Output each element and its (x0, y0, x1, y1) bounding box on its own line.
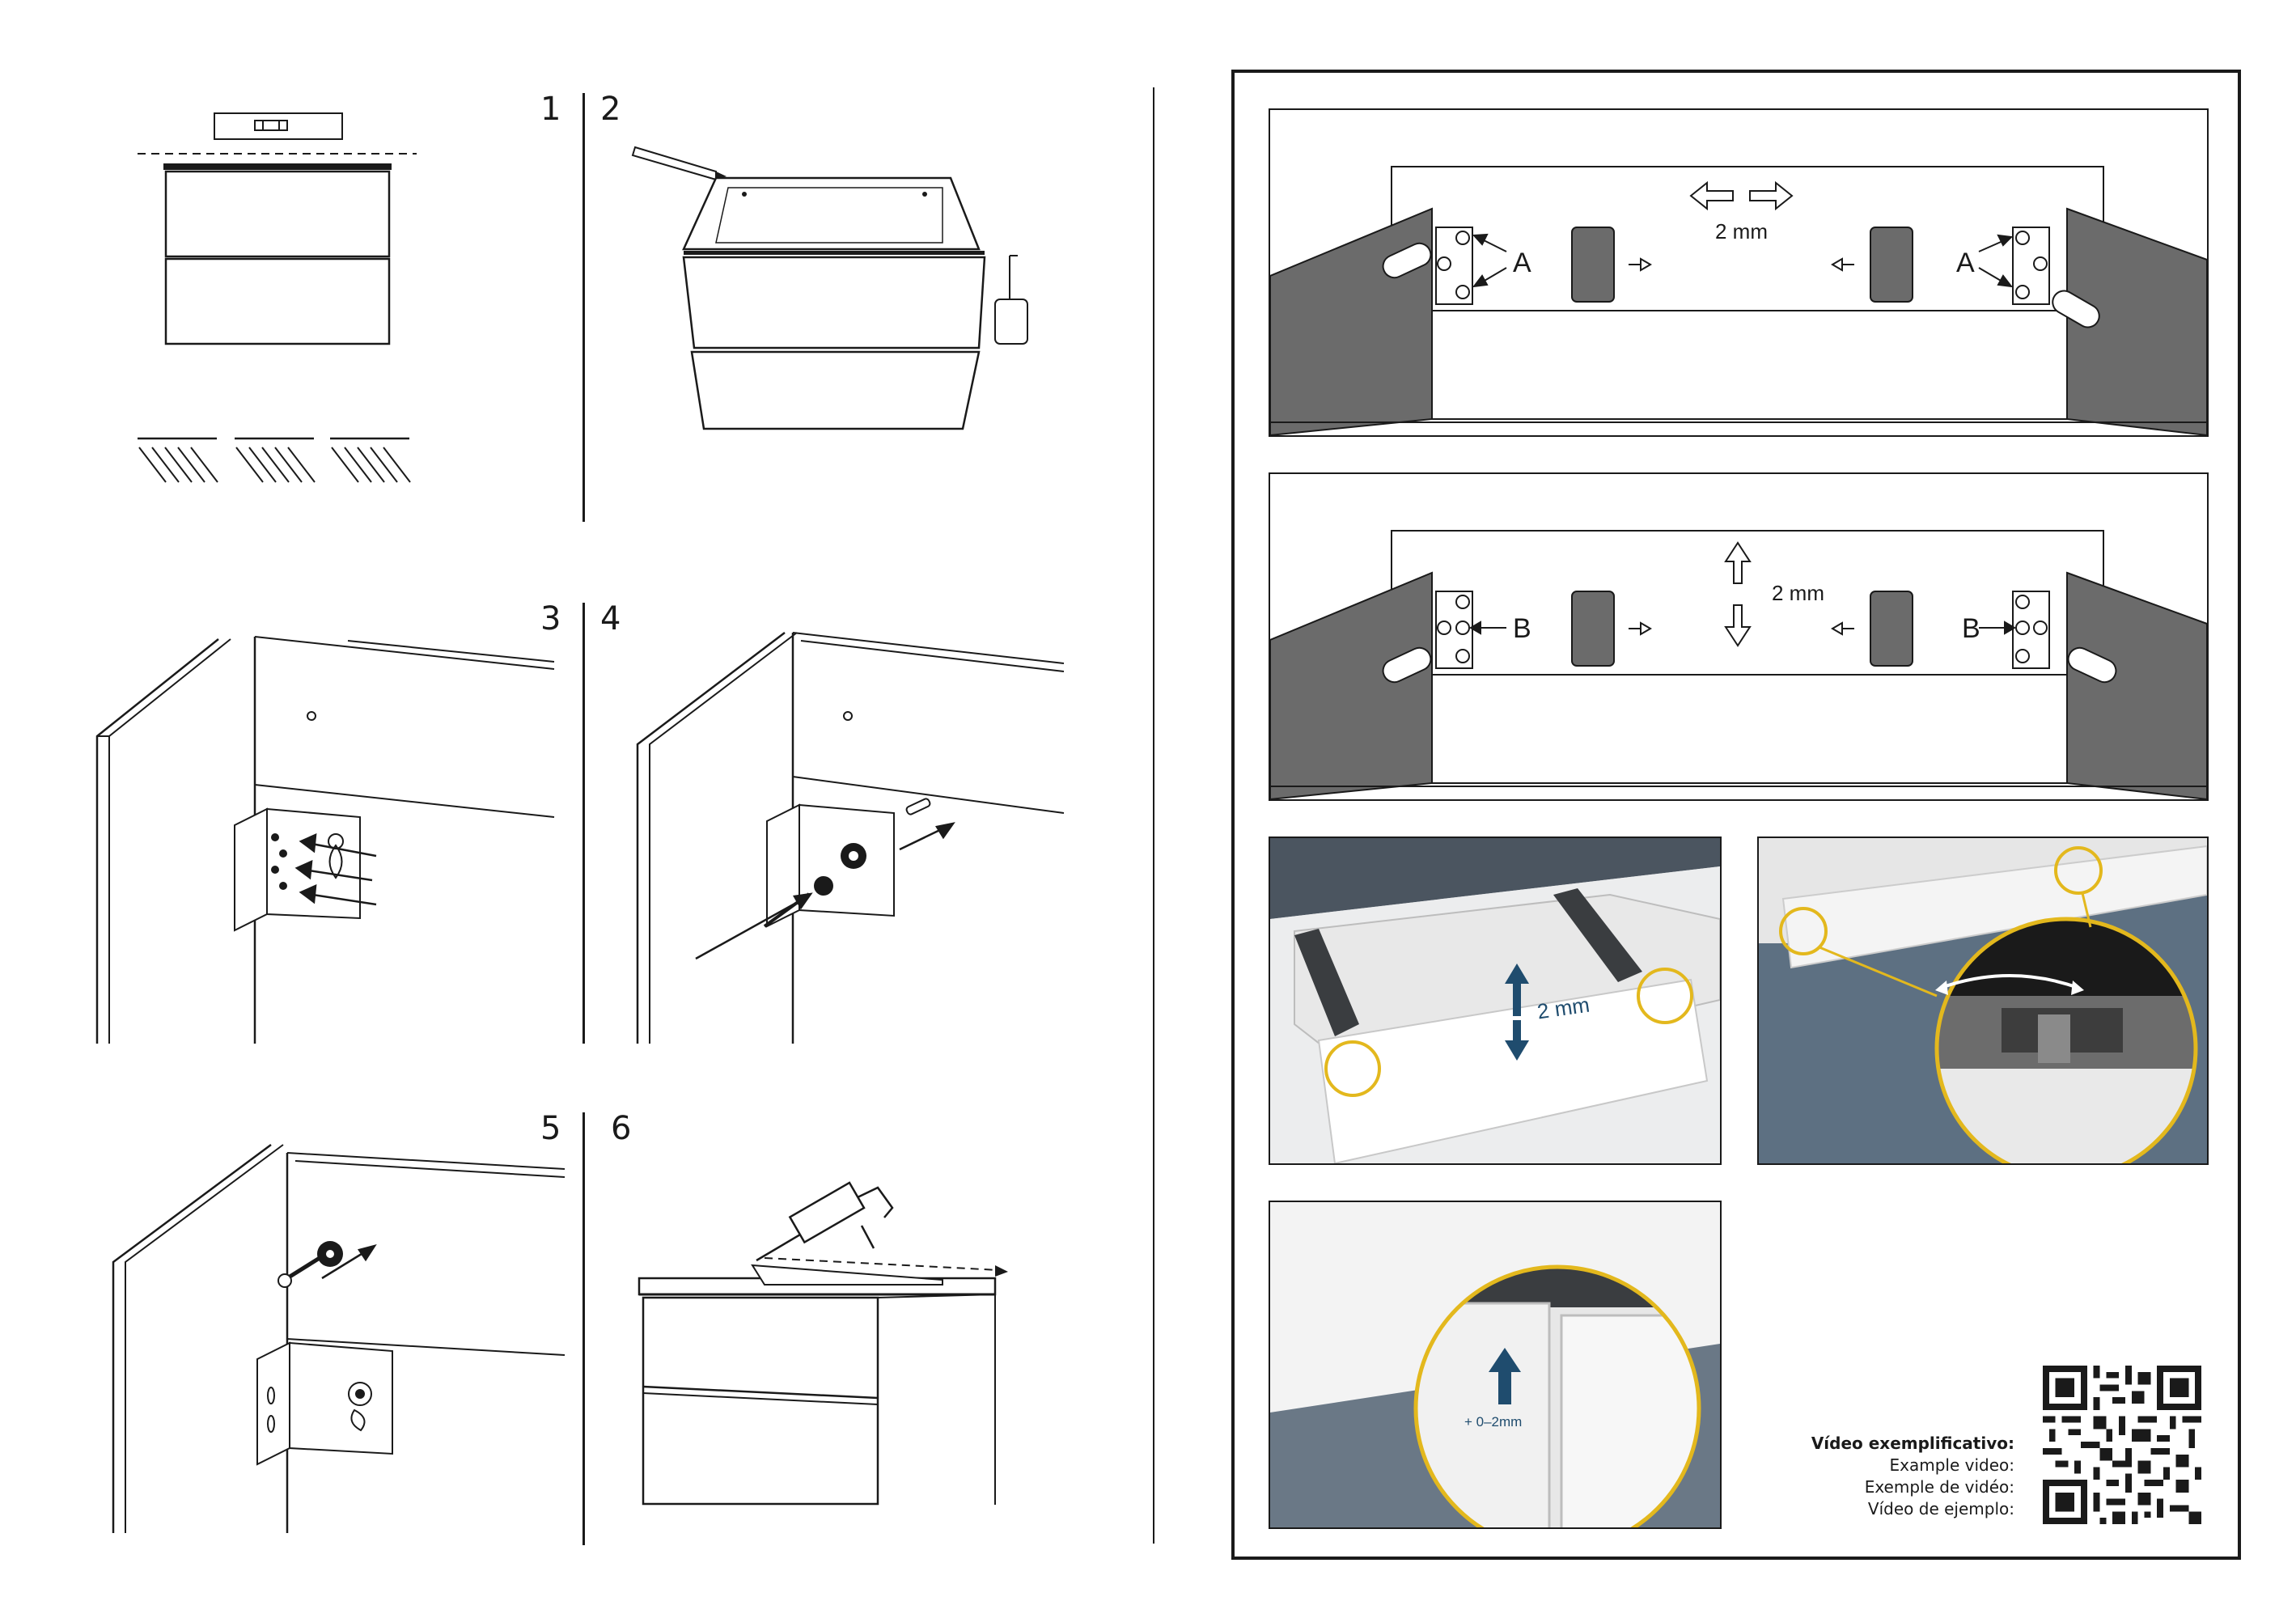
step-number-5: 5 (540, 1110, 561, 1147)
photo-hinge-zoom (1757, 837, 2209, 1165)
screw-icon (271, 833, 287, 890)
step-number-2: 2 (600, 91, 621, 128)
bracket-icon (234, 807, 361, 932)
step5-illustration (112, 1143, 566, 1533)
bumper-left (1571, 591, 1615, 667)
hinge-icon-right (2012, 591, 2050, 669)
step2-illustration (631, 146, 1028, 430)
pencil-icon (631, 146, 717, 181)
qr-code[interactable] (2043, 1366, 2201, 1524)
cabinet-drawer-bottom (164, 257, 391, 345)
hinge-icon-left (1435, 227, 1473, 305)
step-divider-3-4 (582, 603, 585, 1044)
video-title: Vídeo exemplificativo: (1811, 1434, 2014, 1453)
pin-icon (905, 798, 931, 815)
bolt-icon (277, 1241, 343, 1288)
step-number-1: 1 (540, 91, 561, 128)
label-b-right: B (1962, 613, 1980, 644)
detail-panel-middle: B B 2 mm (1269, 472, 2209, 801)
step-number-3: 3 (540, 600, 561, 637)
bumper-right (1870, 591, 1913, 667)
arrow-left-right-icon (1689, 180, 1794, 211)
label-a-left: A (1513, 248, 1531, 278)
video-label-es: Vídeo de ejemplo: (1867, 1499, 2014, 1518)
step6-illustration (638, 1181, 1008, 1506)
gap-label-middle: 2 mm (1772, 581, 1824, 605)
photo-corner-zoom: + 0–2mm (1269, 1201, 1722, 1529)
label-b-left: B (1513, 613, 1531, 644)
curved-arrow-icon (1940, 974, 2079, 989)
video-caption: Vídeo exemplificativo: Example video: Ex… (1764, 1434, 2014, 1531)
gap-label-top: 2 mm (1715, 219, 1768, 244)
hinge-icon-left (1435, 591, 1473, 669)
arrow-up-down-icon (1724, 541, 1752, 647)
arrow-up-down-icon (1505, 964, 1529, 1061)
highlight-circle-left (1324, 1040, 1381, 1097)
silicone-gun-icon (756, 1181, 894, 1262)
step4-illustration (636, 632, 1065, 1044)
video-label-en: Example video: (1889, 1455, 2015, 1475)
step3-illustration (95, 636, 555, 1044)
page-center-divider (1153, 87, 1154, 1544)
arrow-up-icon (1489, 1348, 1521, 1404)
step-number-4: 4 (600, 600, 621, 637)
step-divider-1-2 (582, 93, 585, 522)
zoom-circle (1934, 917, 2198, 1163)
bracket-icon (256, 1341, 393, 1466)
zoom-circle (1413, 1264, 1701, 1527)
marker-icon (994, 255, 1028, 345)
photo-drawer-adjust: 2 mm (1269, 837, 1722, 1165)
step1-illustration (138, 112, 417, 483)
cabinet-drawer-top (164, 170, 391, 258)
bumper-left (1571, 227, 1615, 303)
label-a-right: A (1956, 248, 1975, 278)
step-number-6: 6 (611, 1110, 632, 1147)
video-label-fr: Exemple de vidéo: (1864, 1477, 2014, 1497)
offset-label-photo: + 0–2mm (1464, 1414, 1523, 1430)
detail-frame (1231, 70, 2241, 1560)
hinge-icon-right (2012, 227, 2050, 305)
spirit-level-icon (214, 112, 343, 140)
highlight-circle-right (1637, 968, 1693, 1024)
bumper-right (1870, 227, 1913, 303)
step-divider-5-6 (582, 1112, 585, 1545)
detail-panel-top: A A 2 mm (1269, 108, 2209, 437)
